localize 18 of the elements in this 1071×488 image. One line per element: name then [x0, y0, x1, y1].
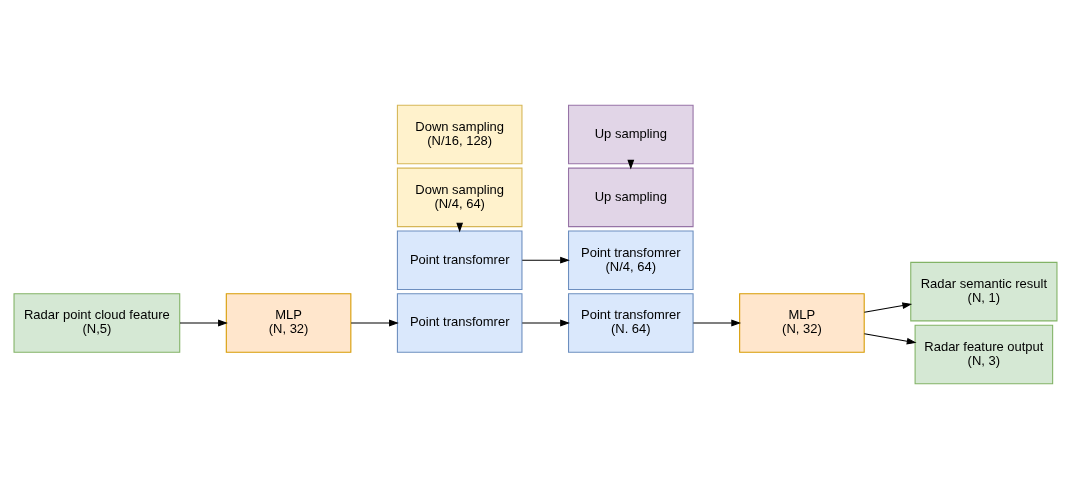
node-box: Point transfomrer — [396, 229, 523, 290]
node-box: Radar point cloud feature (N,5) — [13, 292, 181, 353]
arrow — [863, 301, 913, 313]
node-box: Radar feature output (N, 3) — [914, 324, 1054, 384]
arrow — [521, 256, 570, 264]
arrow — [863, 332, 917, 345]
node-box: Point transfomrer — [396, 292, 523, 353]
arrow — [350, 319, 399, 326]
node-box: Up sampling — [568, 167, 694, 227]
arrow — [179, 319, 228, 326]
node-box: MLP (N, 32) — [225, 292, 352, 353]
node-box: Down sampling (N/16, 128) — [396, 104, 523, 164]
node-box: Radar semantic result (N, 1) — [910, 261, 1058, 321]
node-box: Point transfomrer (N/4, 64) — [568, 229, 694, 290]
arrow — [521, 319, 570, 326]
node-box: Point transfomrer (N. 64) — [568, 292, 694, 353]
arrow — [692, 319, 742, 326]
node-box: MLP (N, 32) — [739, 292, 865, 353]
